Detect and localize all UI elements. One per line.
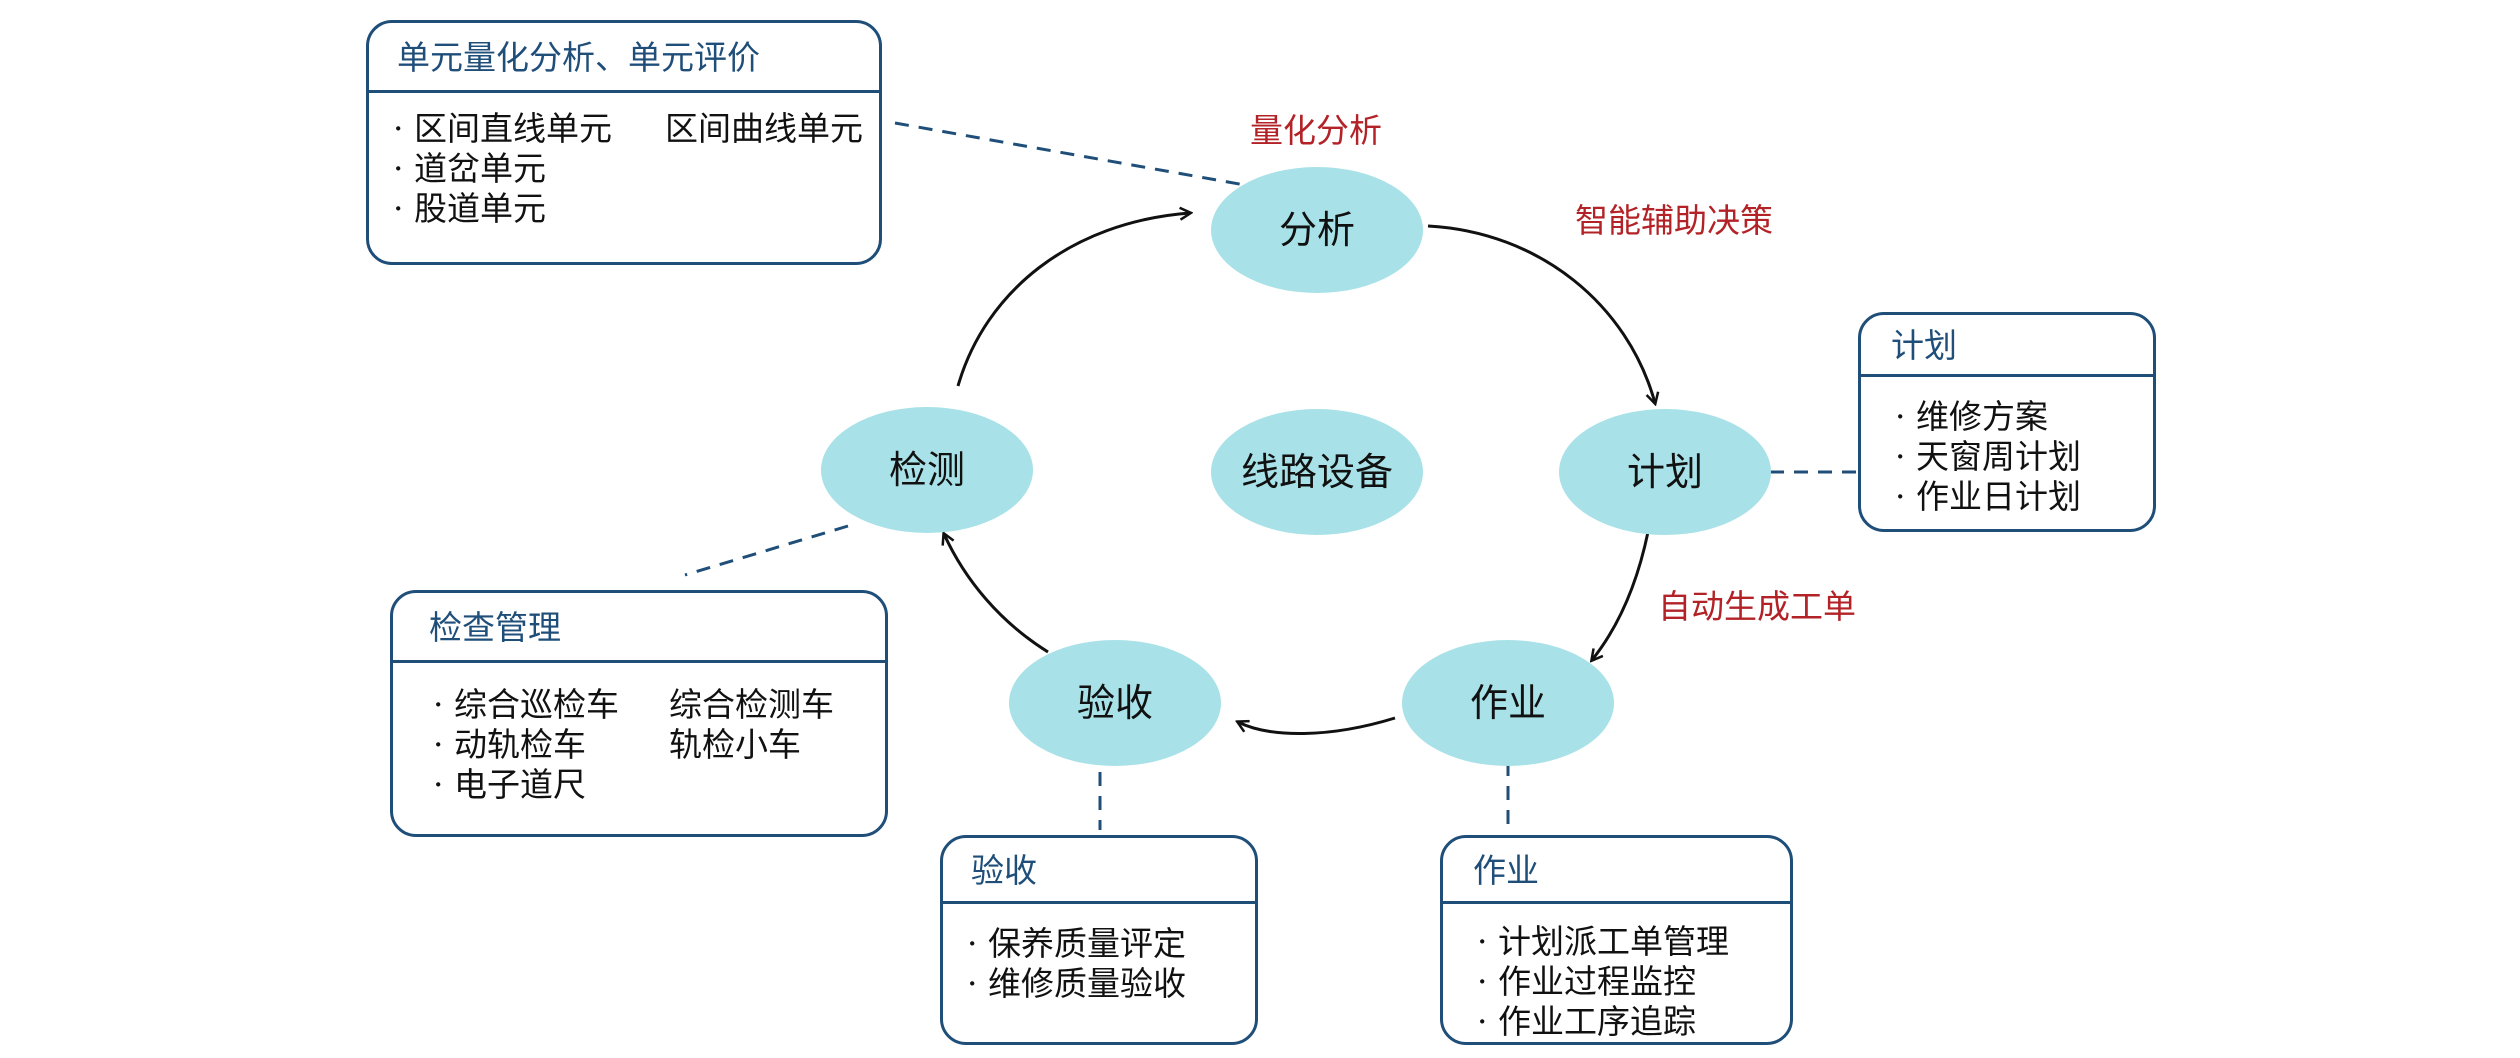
plan-box-title: 计划 xyxy=(1861,315,2153,377)
node-plan-label: 计划 xyxy=(1626,450,1703,494)
arrow-analysis-to-plan xyxy=(1427,224,1655,403)
list-item: 区间曲线单元 xyxy=(665,109,863,148)
list-item: · 天窗周计划 xyxy=(1895,437,2081,476)
list-item: · 作业工序追踪 xyxy=(1477,1002,1696,1041)
acceptance-box: 验收 · 保养质量评定 · 维修质量验收 xyxy=(940,835,1258,1045)
connector-inspection-box xyxy=(684,524,849,577)
list-item: · 道岔单元 xyxy=(393,149,546,188)
work-box: 作业 · 计划派工单管理 · 作业过程监控 · 作业工序追踪 xyxy=(1440,835,1793,1045)
list-item: · 综合巡检车 xyxy=(433,685,619,724)
node-work-label: 作业 xyxy=(1469,681,1546,725)
list-item: · 动轨检车 xyxy=(433,725,586,764)
node-work xyxy=(1402,640,1614,766)
arrow-work-to-acceptance xyxy=(1238,716,1396,736)
node-inspection-label: 检测 xyxy=(888,448,965,492)
node-acceptance xyxy=(1009,640,1221,766)
arrow-inspection-to-analysis xyxy=(956,213,1190,387)
inspection-box-title: 检查管理 xyxy=(393,593,885,663)
list-item: · 作业过程监控 xyxy=(1477,962,1696,1001)
node-analysis-label: 分析 xyxy=(1278,208,1355,252)
list-item: · 保养质量评定 xyxy=(967,924,1186,963)
connector-analysis-unit-box xyxy=(894,121,1246,187)
edge-label-auto-work-order: 自动生成工单 xyxy=(1658,587,1856,626)
list-item: · 计划派工单管理 xyxy=(1477,922,1729,961)
list-item: · 作业日计划 xyxy=(1895,477,2081,516)
node-plan xyxy=(1559,409,1771,535)
unit-analysis-box-title: 单元量化分析、单元评价 xyxy=(369,23,879,93)
list-item: · 电子道尺 xyxy=(433,765,586,804)
list-item: 综合检测车 xyxy=(669,685,834,724)
work-box-title: 作业 xyxy=(1443,838,1790,904)
edge-label-quantitative-analysis: 量化分析 xyxy=(1250,111,1382,150)
acceptance-box-title: 验收 xyxy=(943,838,1255,904)
unit-analysis-box: 单元量化分析、单元评价 · 区间直线单元 区间曲线单元 · 道岔单元 · 股道单… xyxy=(366,20,882,265)
inspection-box: 检查管理 · 综合巡检车 综合检测车 · 动轨检车 轨检小车 · 电子道尺 xyxy=(390,590,888,837)
plan-box: 计划 · 维修方案 · 天窗周计划 · 作业日计划 xyxy=(1858,312,2156,532)
node-analysis xyxy=(1211,167,1423,293)
node-inspection xyxy=(821,407,1033,533)
list-item: 轨检小车 xyxy=(669,725,801,764)
edge-label-decision-support: 智能辅助决策 xyxy=(1575,201,1773,240)
list-item: · 股道单元 xyxy=(393,189,546,228)
list-item: · 维修方案 xyxy=(1895,397,2048,436)
node-center-label: 线路设备 xyxy=(1240,450,1393,494)
node-center xyxy=(1211,409,1423,535)
list-item: · 区间直线单元 xyxy=(393,109,612,148)
node-acceptance-label: 验收 xyxy=(1076,681,1153,725)
arrow-acceptance-to-inspection xyxy=(944,534,1049,654)
arrow-plan-to-work xyxy=(1592,531,1650,660)
list-item: · 维修质量验收 xyxy=(967,964,1186,1003)
